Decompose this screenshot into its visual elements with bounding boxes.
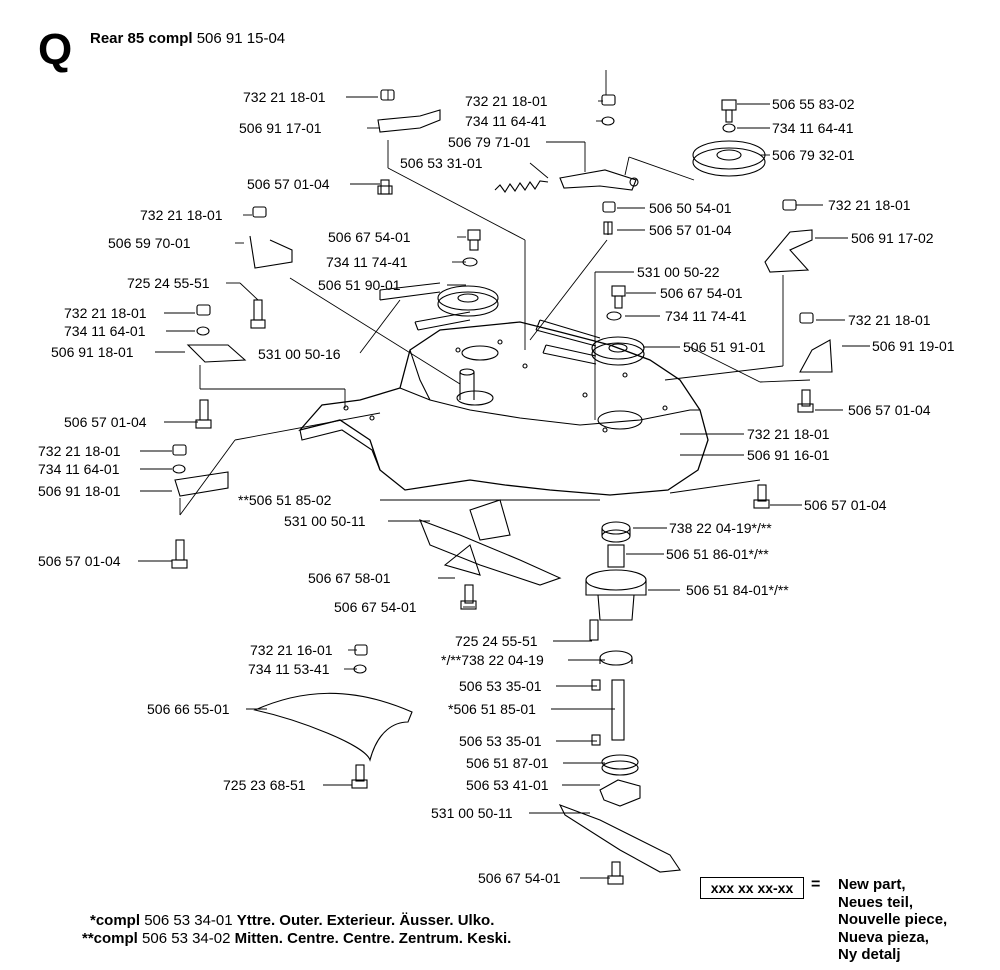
- part-label: 506 57 01-04: [804, 497, 887, 513]
- discharge-shield: [253, 692, 413, 762]
- part-label: 506 79 71-01: [448, 134, 531, 150]
- part-label: 506 66 55-01: [147, 701, 230, 717]
- part-label: 506 57 01-04: [64, 414, 147, 430]
- part-label: 506 50 54-01: [649, 200, 732, 216]
- part-label: **506 51 85-02: [238, 492, 332, 508]
- part-label: 531 00 50-11: [284, 513, 366, 529]
- hardware: [171, 89, 814, 885]
- part-label: */**738 22 04-19: [441, 652, 544, 668]
- part-label: 506 91 16-01: [747, 447, 830, 463]
- legend-line: Ny detalj: [838, 946, 901, 963]
- part-label: 506 55 83-02: [772, 96, 855, 112]
- new-part-legend-box: xxx xx xx-xx: [700, 877, 804, 899]
- part-label: 732 21 18-01: [38, 443, 121, 459]
- part-label: 506 67 54-01: [660, 285, 743, 301]
- part-label: 506 57 01-04: [848, 402, 931, 418]
- part-label: 725 23 68-51: [223, 777, 306, 793]
- footnote-number: 506 53 34-02: [142, 930, 231, 947]
- part-label: 738 22 04-19*/**: [669, 520, 772, 536]
- part-label: 506 59 70-01: [108, 235, 191, 251]
- part-label: 506 51 87-01: [466, 755, 549, 771]
- spindle-stack: [558, 521, 681, 873]
- footnote-key: **compl: [82, 930, 138, 947]
- part-label: 506 79 32-01: [772, 147, 855, 163]
- part-label: 506 67 54-01: [328, 229, 411, 245]
- part-label: 506 53 31-01: [400, 155, 483, 171]
- part-label: 531 00 50-16: [258, 346, 341, 362]
- part-label: 506 91 17-02: [851, 230, 934, 246]
- part-label: 506 67 54-01: [334, 599, 417, 615]
- part-label: 506 67 54-01: [478, 870, 561, 886]
- part-label: 506 57 01-04: [649, 222, 732, 238]
- legend-text: New part, Neues teil, Nouvelle piece, Nu…: [838, 876, 947, 964]
- part-label: 732 21 18-01: [828, 197, 911, 213]
- part-label: 734 11 64-01: [38, 461, 120, 477]
- part-label: 734 11 64-01: [64, 323, 146, 339]
- part-label: 506 51 86-01*/**: [666, 546, 769, 562]
- legend-line: Nueva pieza,: [838, 928, 929, 946]
- assembly-name: Rear 85 compl: [90, 30, 193, 47]
- section-letter: Q: [38, 25, 73, 74]
- footnote-centre: **compl 506 53 34-02 Mitten. Centre. Cen…: [82, 930, 511, 948]
- part-label: 506 51 84-01*/**: [686, 582, 789, 598]
- part-label: 506 91 19-01: [872, 338, 955, 354]
- part-label: *506 51 85-01: [448, 701, 536, 717]
- legend-equals: =: [811, 876, 821, 893]
- part-label: 734 11 53-41: [248, 661, 330, 677]
- footnote-key: *compl: [90, 912, 141, 929]
- assembly-title: Rear 85 compl 506 91 15-04: [90, 30, 285, 48]
- part-label: 506 91 17-01: [239, 120, 322, 136]
- pulleys-belts: [379, 140, 766, 366]
- part-label: 734 11 64-41: [465, 113, 547, 129]
- part-label: 506 51 90-01: [318, 277, 401, 293]
- part-label: 506 67 58-01: [308, 570, 391, 586]
- tensioner-assembly: [494, 169, 639, 193]
- footnote-desc: Yttre. Outer. Exterieur. Äusser. Ulko.: [236, 912, 495, 929]
- deck-housing: [298, 321, 709, 496]
- part-label: 531 00 50-22: [637, 264, 720, 280]
- part-label: 732 21 18-01: [64, 305, 147, 321]
- part-label: 506 53 35-01: [459, 733, 542, 749]
- part-label: 725 24 55-51: [127, 275, 210, 291]
- part-label: 506 53 35-01: [459, 678, 542, 694]
- part-label: 506 53 41-01: [466, 777, 549, 793]
- part-label: 732 21 18-01: [848, 312, 931, 328]
- part-label: 732 21 16-01: [250, 642, 333, 658]
- part-label: 506 51 91-01: [683, 339, 766, 355]
- leader-lines: [138, 70, 870, 879]
- part-label: 732 21 18-01: [140, 207, 223, 223]
- part-label: 734 11 74-41: [665, 308, 747, 324]
- legend-line: New part,: [838, 876, 906, 893]
- part-label: 725 24 55-51: [455, 633, 538, 649]
- part-label: 506 91 18-01: [38, 483, 121, 499]
- part-label: 732 21 18-01: [465, 93, 548, 109]
- part-label: 734 11 74-41: [326, 254, 408, 270]
- brackets: [174, 109, 833, 497]
- assembly-number: 506 91 15-04: [196, 30, 286, 47]
- legend-line: Nouvelle piece,: [838, 911, 948, 928]
- part-label: 734 11 64-41: [772, 120, 854, 136]
- part-label: 506 91 18-01: [51, 344, 134, 360]
- footnote-desc: Mitten. Centre. Centre. Zentrum. Keski.: [234, 930, 512, 947]
- part-label: 732 21 18-01: [243, 89, 326, 105]
- legend-line: Neues teil,: [838, 893, 914, 911]
- part-label: 506 57 01-04: [247, 176, 330, 192]
- footnote-outer: *compl 506 53 34-01 Yttre. Outer. Exteri…: [90, 912, 494, 930]
- part-label: 506 57 01-04: [38, 553, 121, 569]
- part-label: 732 21 18-01: [747, 426, 830, 442]
- part-label: 531 00 50-11: [431, 805, 513, 821]
- footnote-number: 506 53 34-01: [144, 912, 233, 929]
- blade-assembly: [419, 499, 562, 586]
